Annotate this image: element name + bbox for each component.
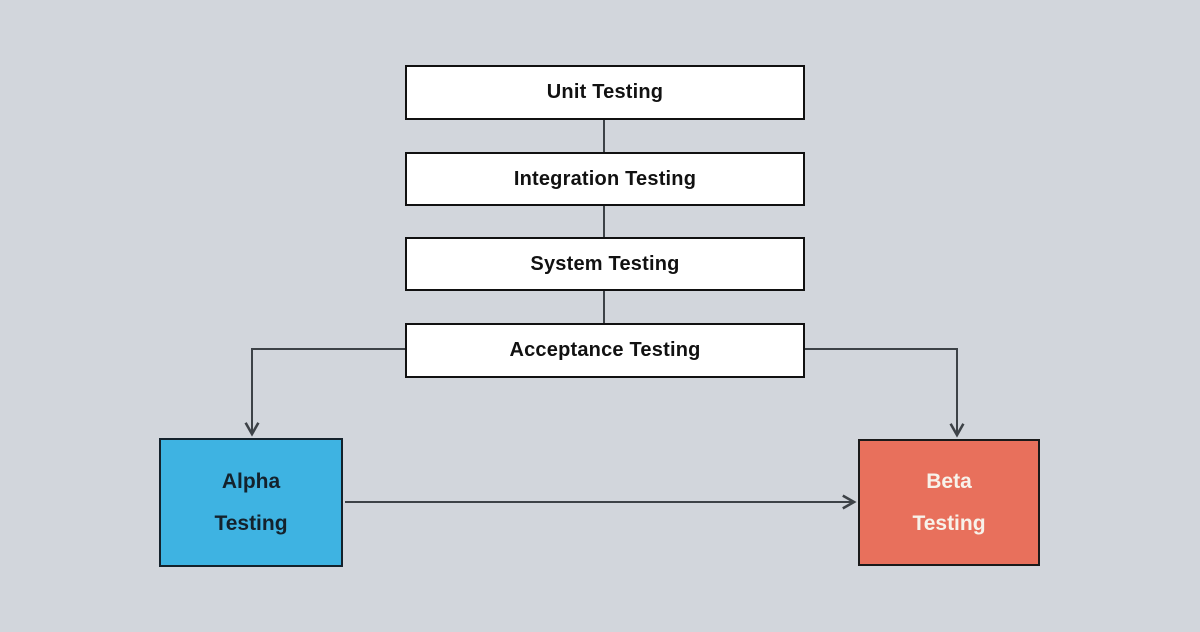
node-integration-testing: Integration Testing xyxy=(405,152,805,206)
node-unit-testing: Unit Testing xyxy=(405,65,805,120)
node-acceptance-testing-label: Acceptance Testing xyxy=(509,339,701,361)
node-alpha-testing: Alpha Testing xyxy=(159,438,343,567)
node-system-testing-label: System Testing xyxy=(530,252,680,275)
node-system-testing: System Testing xyxy=(405,237,805,291)
node-acceptance-testing: Acceptance Testing xyxy=(405,323,805,378)
node-beta-testing: Beta Testing xyxy=(858,439,1040,566)
node-beta-testing-label-line2: Testing xyxy=(912,511,986,535)
node-alpha-testing-label-line2: Testing xyxy=(214,511,288,535)
node-beta-testing-label-line1: Beta xyxy=(926,470,972,494)
node-integration-testing-label: Integration Testing xyxy=(513,167,697,190)
edge-acceptance-to-alpha xyxy=(244,348,405,437)
node-unit-testing-label: Unit Testing xyxy=(546,81,664,103)
edge-acceptance-to-beta xyxy=(805,348,965,438)
node-alpha-testing-label-line1: Alpha xyxy=(221,470,281,494)
